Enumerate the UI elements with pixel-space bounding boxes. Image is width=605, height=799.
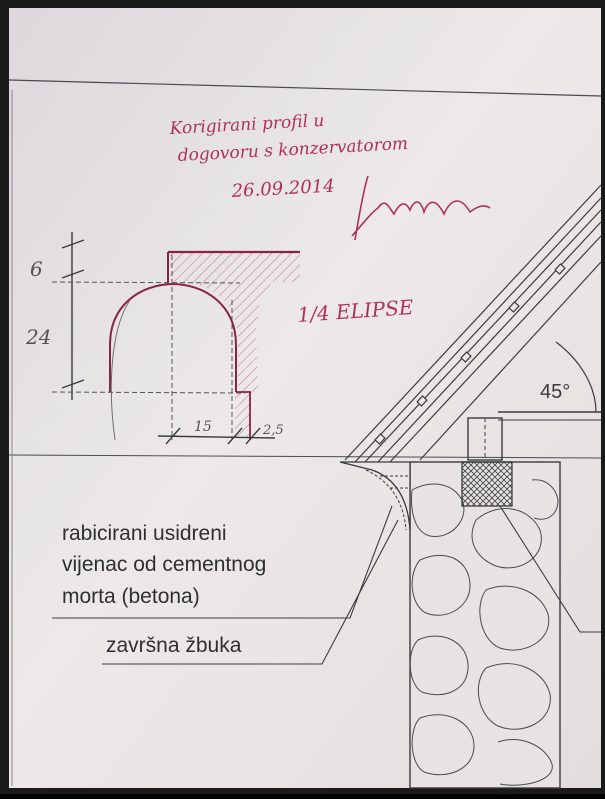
- dim-top: 6: [30, 257, 43, 281]
- dim-width: 15: [194, 419, 212, 435]
- cornice-label-line-3: morta (betona): [62, 585, 200, 608]
- dim-offset: 2,5: [262, 423, 284, 438]
- cornice-label: rabicirani usidreni vijenac od cementnog…: [62, 522, 266, 608]
- cornice-label-line-1: rabicirani usidreni: [62, 522, 227, 545]
- roof-angle: 45°: [540, 381, 570, 403]
- section-detail: 45°: [52, 184, 602, 789]
- stone-pattern: [409, 479, 559, 786]
- cornice-label-line-2: vijenac od cementnog: [62, 553, 266, 576]
- plaster-label: završna žbuka: [106, 634, 242, 657]
- signature: [351, 175, 491, 241]
- dim-height: 24: [25, 325, 51, 349]
